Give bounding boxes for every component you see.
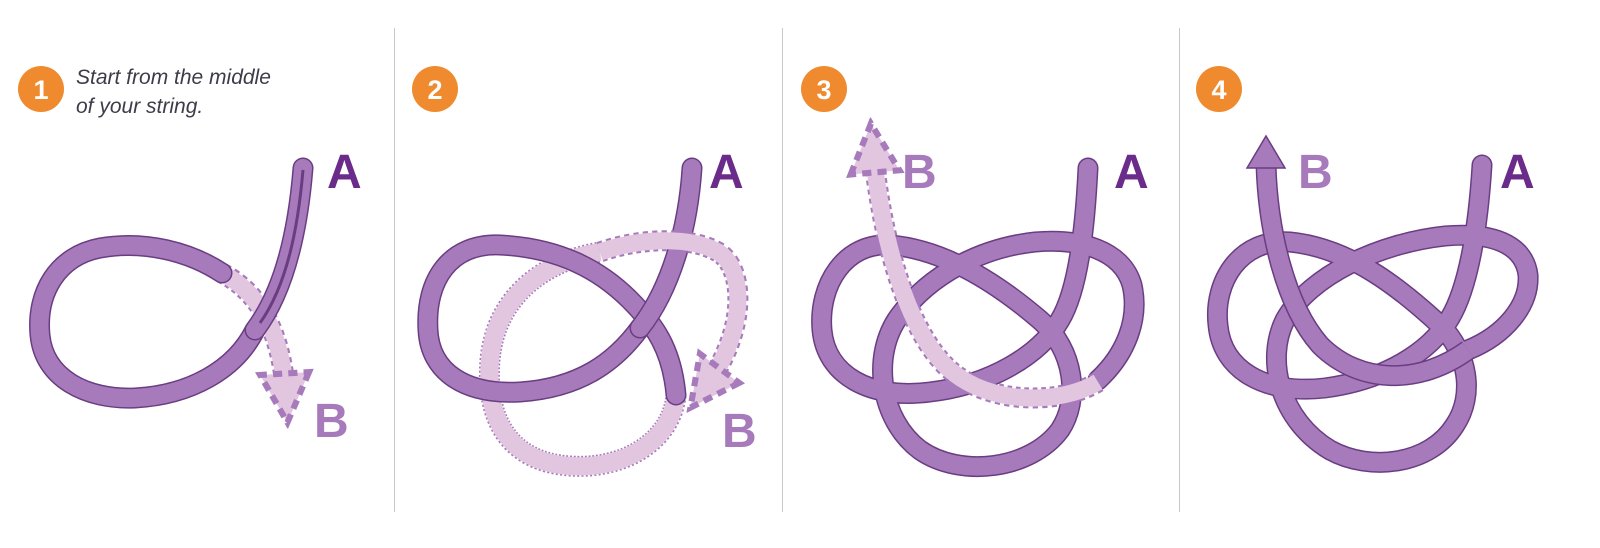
instruction-line-2: of your string. <box>76 95 204 118</box>
step-4-string <box>1206 134 1539 473</box>
step-4-panel: 4 A B <box>1196 66 1539 473</box>
step-2-badge: 2 <box>412 66 458 112</box>
step-3-badge: 3 <box>801 66 847 112</box>
step-1-string <box>29 157 314 409</box>
panel-divider-1 <box>394 28 395 512</box>
step-3-badge-circle <box>801 66 847 112</box>
step-1-number: 1 <box>33 75 48 105</box>
step-3-label-a: A <box>1114 146 1149 199</box>
step-1-panel: 1 A B <box>18 66 362 448</box>
step-3-ghost-arrow <box>873 148 1104 409</box>
step-2-label-a: A <box>709 146 744 199</box>
step-4-badge-circle <box>1196 66 1242 112</box>
step-4-arrowhead <box>1245 134 1287 169</box>
panel-divider-3 <box>1179 28 1180 512</box>
step-3-panel: 3 A B <box>801 66 1149 477</box>
step-2-label-b: B <box>722 405 757 458</box>
step-1-badge-circle <box>18 66 64 112</box>
step-2-number: 2 <box>427 75 442 105</box>
step-1-label-a: A <box>327 146 362 199</box>
step-2-ghost-loop <box>478 241 687 477</box>
step-2-panel: 2 A B <box>412 66 757 477</box>
step-2-badge-circle <box>412 66 458 112</box>
step-2-string <box>417 157 703 406</box>
step-3-string <box>811 157 1145 477</box>
step-4-badge: 4 <box>1196 66 1242 112</box>
step-4-label-b: B <box>1298 146 1333 199</box>
step-1-instruction: Start from the middle of your string. <box>76 63 376 121</box>
step-4-label-a: A <box>1500 146 1535 199</box>
panel-divider-2 <box>782 28 783 512</box>
instruction-line-1: Start from the middle <box>76 66 271 89</box>
step-1-badge: 1 <box>18 66 64 112</box>
step-3-label-b: B <box>902 146 937 199</box>
step-4-number: 4 <box>1211 75 1226 105</box>
step-1-label-b: B <box>314 395 349 448</box>
step-3-number: 3 <box>816 75 831 105</box>
step-2-ghost-arrow <box>596 230 749 388</box>
